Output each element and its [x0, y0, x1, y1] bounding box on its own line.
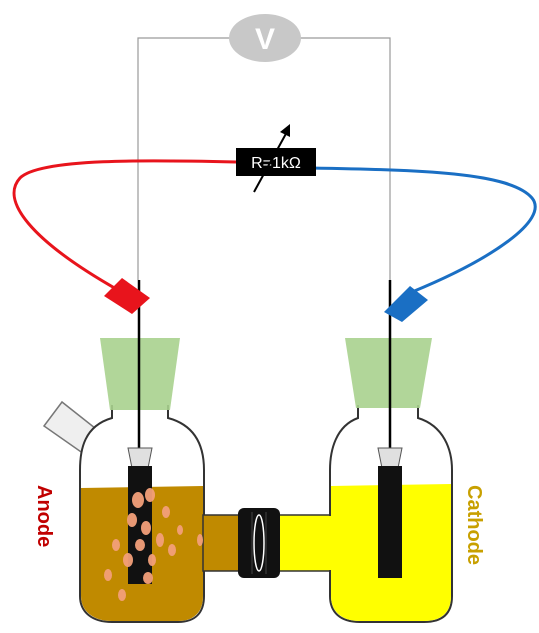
bridge-membrane	[238, 508, 280, 578]
cathode-stopper	[345, 338, 432, 408]
voltmeter-icon: V	[229, 14, 301, 62]
cathode-electrode	[378, 466, 402, 578]
anode-holder	[127, 447, 153, 469]
anode-wire	[12, 159, 237, 292]
anode-particles	[104, 488, 203, 601]
variable-resistor-icon: R=1kΩ	[236, 124, 316, 193]
cathode-holder	[377, 447, 403, 469]
voltmeter-label: V	[255, 23, 275, 56]
electrode-clip-icon	[104, 278, 428, 322]
anode-label: Anode	[33, 485, 55, 547]
cathode-wire	[309, 166, 537, 294]
voltmeter-wires	[137, 37, 391, 280]
cathode-label: Cathode	[463, 485, 485, 565]
resistor-label: R=1kΩ	[251, 155, 301, 172]
bridge-tube-cathode	[273, 514, 335, 572]
